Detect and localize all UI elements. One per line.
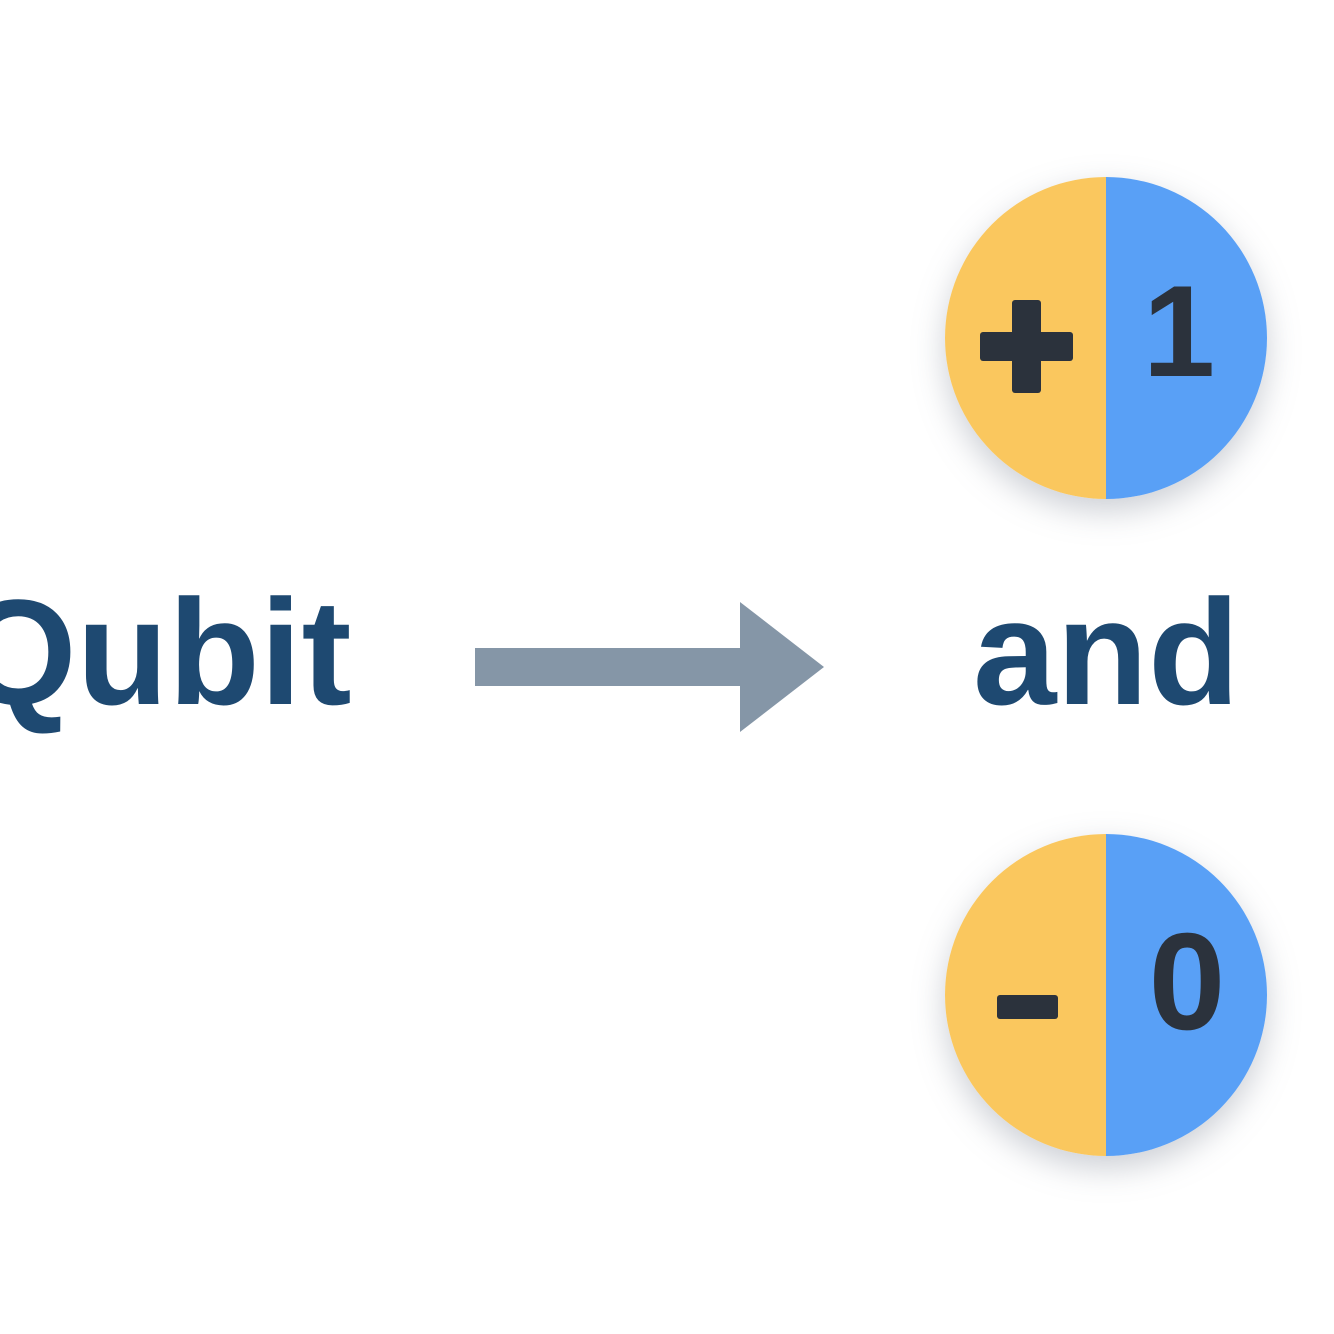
state-circle-minus-zero: 0 (945, 834, 1267, 1156)
state-value-zero: 0 (1148, 905, 1226, 1059)
state-circle-plus-one: 1 (945, 177, 1267, 499)
minus-sign-icon (997, 995, 1058, 1019)
plus-sign-icon (980, 300, 1073, 393)
qubit-label: Qubit (0, 568, 352, 736)
and-label: and (973, 568, 1240, 736)
arrow-right-icon (475, 602, 824, 732)
state-value-one: 1 (1142, 258, 1216, 404)
arrow-shaft (475, 648, 747, 686)
arrow-head (740, 602, 824, 732)
